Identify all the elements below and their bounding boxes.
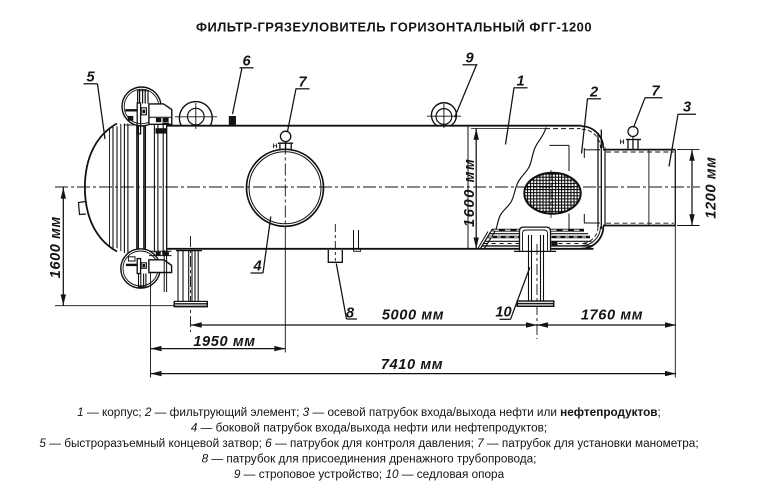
svg-text:8 — патрубок для присоединения: 8 — патрубок для присоединения дренажног… <box>202 453 537 466</box>
svg-text:7410 мм: 7410 мм <box>381 357 443 373</box>
svg-text:5 — быстроразъемный концевой з: 5 — быстроразъемный концевой затвор; 6 —… <box>39 437 698 450</box>
svg-text:8: 8 <box>346 306 355 322</box>
svg-text:4: 4 <box>252 259 261 275</box>
svg-text:1600 мм: 1600 мм <box>462 158 478 227</box>
svg-text:1: 1 <box>516 74 524 90</box>
svg-text:3: 3 <box>683 100 691 116</box>
svg-text:7: 7 <box>651 84 660 100</box>
svg-text:5000 мм: 5000 мм <box>382 308 444 324</box>
svg-text:5: 5 <box>86 70 95 86</box>
svg-text:2: 2 <box>589 85 598 101</box>
svg-text:ФИЛЬТР-ГРЯЗЕУЛОВИТЕЛЬ ГОРИЗОНТ: ФИЛЬТР-ГРЯЗЕУЛОВИТЕЛЬ ГОРИЗОНТАЛЬНЫЙ ФГГ… <box>196 20 592 35</box>
svg-text:9: 9 <box>465 51 474 67</box>
svg-text:1200 мм: 1200 мм <box>704 156 720 218</box>
svg-text:4 — боковой патрубок входа/вых: 4 — боковой патрубок входа/выхода нефти … <box>191 422 547 435</box>
svg-text:7: 7 <box>298 75 307 91</box>
svg-text:9 — строповое устройство; 10 —: 9 — строповое устройство; 10 — седловая … <box>234 468 505 481</box>
svg-text:1760 мм: 1760 мм <box>581 308 643 324</box>
svg-text:1 — корпус; 2 — фильтрующий эл: 1 — корпус; 2 — фильтрующий элемент; 3 —… <box>77 406 661 419</box>
svg-text:1950 мм: 1950 мм <box>193 334 255 350</box>
svg-text:6: 6 <box>242 54 251 70</box>
svg-text:10: 10 <box>495 305 511 321</box>
svg-text:1600 мм: 1600 мм <box>48 216 64 278</box>
